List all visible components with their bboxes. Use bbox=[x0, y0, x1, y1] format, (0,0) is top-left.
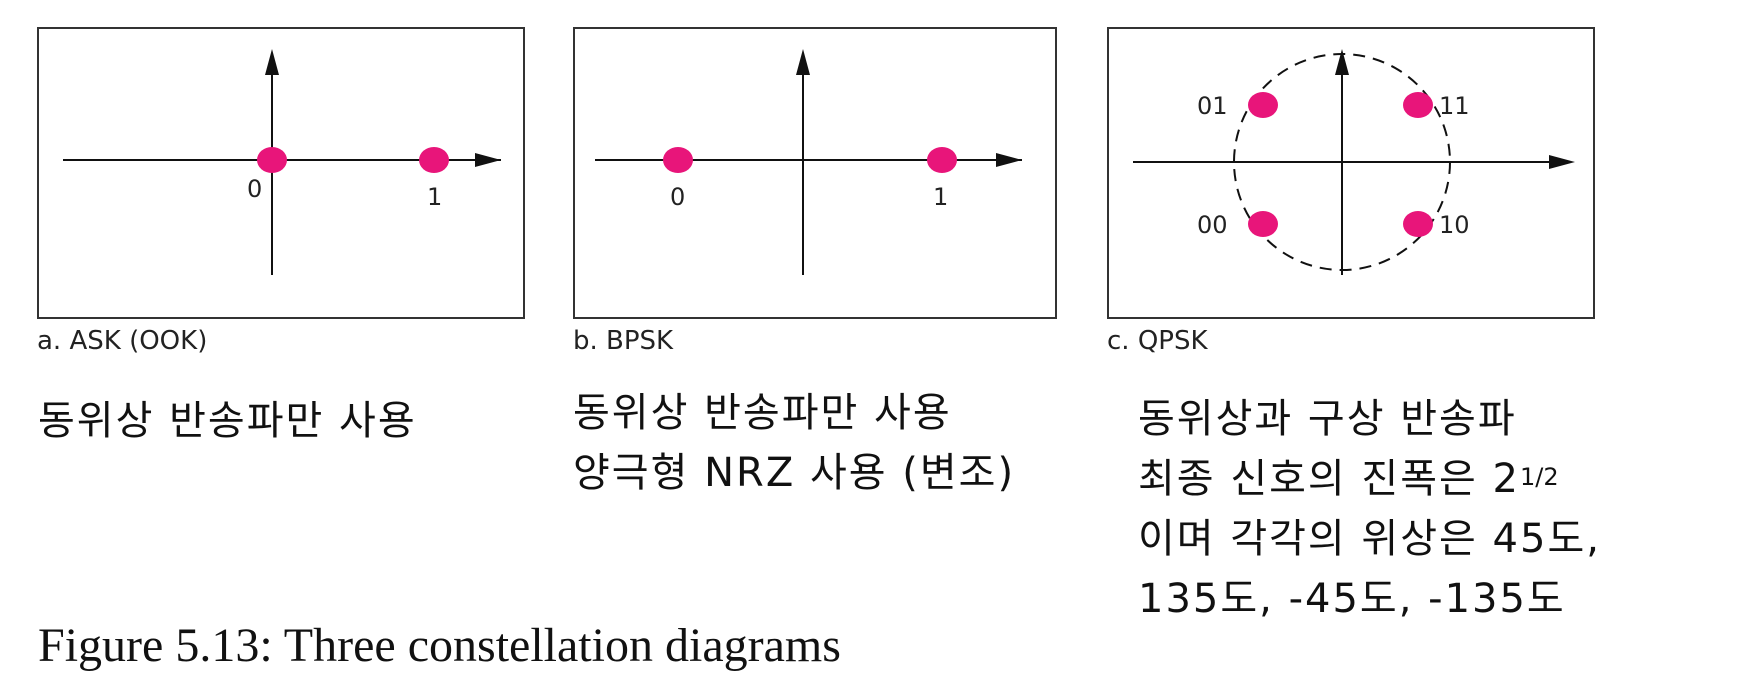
bpsk-caption: b. BPSK bbox=[573, 326, 674, 356]
ask-constellation: 0 1 bbox=[63, 49, 501, 275]
ask-i-axis-arrow bbox=[475, 153, 501, 167]
ask-point-1-label: 1 bbox=[427, 183, 442, 211]
qpsk-point-11 bbox=[1403, 92, 1433, 118]
qpsk-diagram-panel: 01 11 00 10 bbox=[1107, 27, 1595, 319]
qpsk-note-line-1: 동위상과 구상 반송파 bbox=[1138, 396, 1517, 442]
bpsk-q-axis-arrow bbox=[796, 49, 810, 75]
qpsk-caption: c. QPSK bbox=[1107, 326, 1208, 356]
qpsk-point-01-label: 01 bbox=[1197, 92, 1228, 120]
qpsk-note-line-4: 135도, -45도, -135도 bbox=[1138, 576, 1566, 622]
bpsk-constellation: 0 1 bbox=[595, 49, 1022, 275]
qpsk-point-01 bbox=[1248, 92, 1278, 118]
bpsk-note-line-2: 양극형 NRZ 사용 (변조) bbox=[573, 450, 1016, 496]
qpsk-constellation: 01 11 00 10 bbox=[1133, 49, 1575, 275]
ask-point-0 bbox=[257, 147, 287, 173]
ask-note: 동위상 반송파만 사용 bbox=[38, 391, 417, 451]
ask-point-0-label: 0 bbox=[247, 175, 262, 203]
ask-q-axis-arrow bbox=[265, 49, 279, 75]
qpsk-amplitude-text: 최종 신호의 진폭은 2 bbox=[1138, 456, 1520, 502]
bpsk-i-axis-arrow bbox=[996, 153, 1022, 167]
qpsk-i-axis-arrow bbox=[1549, 155, 1575, 169]
bpsk-point-0 bbox=[663, 147, 693, 173]
bpsk-note: 동위상 반송파만 사용 양극형 NRZ 사용 (변조) bbox=[573, 383, 1015, 503]
bpsk-note-line-1: 동위상 반송파만 사용 bbox=[573, 390, 952, 436]
ask-diagram-panel: 0 1 bbox=[37, 27, 525, 319]
qpsk-note-line-3: 이며 각각의 위상은 45도, bbox=[1138, 516, 1601, 562]
ask-caption: a. ASK (OOK) bbox=[37, 326, 208, 356]
qpsk-note-line-2: 최종 신호의 진폭은 21/2 bbox=[1138, 449, 1601, 509]
qpsk-point-00-label: 00 bbox=[1197, 211, 1228, 239]
qpsk-q-axis-arrow bbox=[1335, 49, 1349, 75]
ask-note-line: 동위상 반송파만 사용 bbox=[38, 398, 417, 444]
bpsk-point-0-label: 0 bbox=[670, 183, 685, 211]
figure-title: Figure 5.13: Three constellation diagram… bbox=[38, 619, 841, 672]
qpsk-point-10-label: 10 bbox=[1439, 211, 1470, 239]
qpsk-point-10 bbox=[1403, 211, 1433, 237]
qpsk-point-00 bbox=[1248, 211, 1278, 237]
bpsk-point-1-label: 1 bbox=[933, 183, 948, 211]
bpsk-diagram-panel: 0 1 bbox=[573, 27, 1057, 319]
ask-point-1 bbox=[419, 147, 449, 173]
qpsk-note: 동위상과 구상 반송파 최종 신호의 진폭은 21/2 이며 각각의 위상은 4… bbox=[1138, 389, 1601, 629]
bpsk-point-1 bbox=[927, 147, 957, 173]
qpsk-amplitude-exponent: 1/2 bbox=[1520, 463, 1559, 491]
qpsk-point-11-label: 11 bbox=[1439, 92, 1470, 120]
